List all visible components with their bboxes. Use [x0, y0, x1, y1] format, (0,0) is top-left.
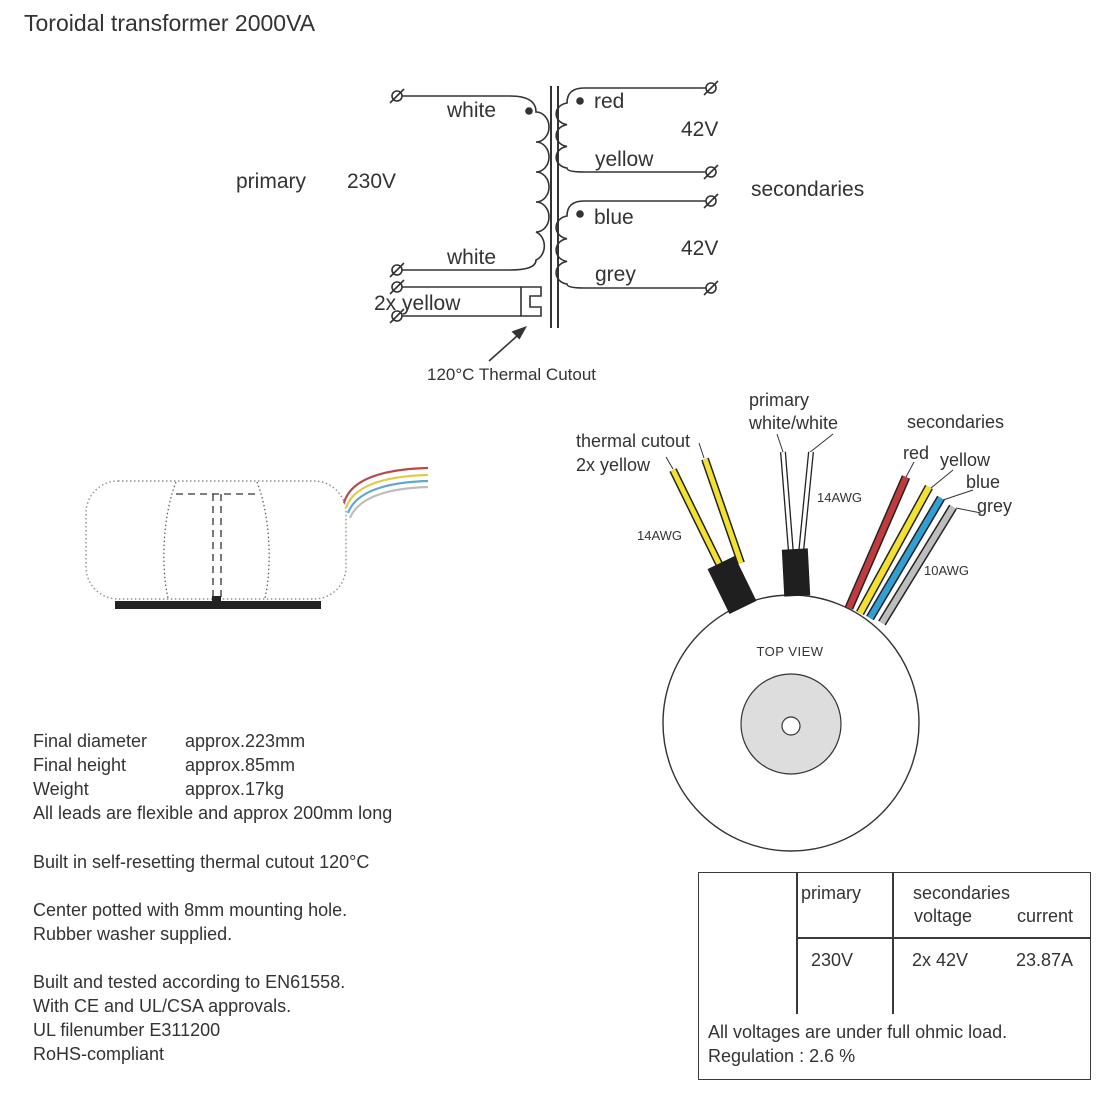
table-value-primary: 230V	[811, 950, 854, 970]
label-primary-lead-bottom: white	[446, 246, 496, 269]
thermal-arrow	[488, 335, 518, 362]
polarity-dot	[576, 210, 584, 218]
tv-label-primary2: white/white	[748, 413, 838, 433]
spec-label: Weight	[33, 779, 89, 799]
leader-line	[808, 433, 834, 454]
spec-row-height: Final height approx.85mm	[33, 753, 305, 777]
tv-label-thermal1: thermal cutout	[576, 431, 690, 451]
thermal-wires	[669, 457, 745, 576]
tv-gauge-primary: 14AWG	[817, 490, 862, 505]
mounting-note-line1: Center potted with 8mm mounting hole.	[33, 900, 348, 920]
table-value-voltage: 2x 42V	[912, 950, 969, 970]
table-header-primary: primary	[801, 883, 862, 903]
side-view-hole-edge	[256, 481, 270, 599]
center-mark	[212, 596, 221, 601]
side-wire-grey	[348, 485, 429, 519]
compliance-notes: Built and tested according to EN61558. W…	[33, 970, 345, 1066]
spec-row-weight: Weight approx.17kg	[33, 777, 305, 801]
table-divider	[796, 937, 1090, 939]
side-view	[85, 466, 429, 609]
table-note-regulation: Regulation : 2.6 %	[708, 1046, 856, 1066]
spec-label: Final height	[33, 755, 127, 775]
leader-line	[942, 489, 974, 501]
table-divider	[796, 873, 798, 1014]
thermal-note: Built in self-resetting thermal cutout 1…	[33, 852, 370, 872]
label-sec2-end: grey	[595, 263, 636, 286]
table-divider	[892, 873, 894, 1014]
compliance-line: RoHS-compliant	[33, 1044, 165, 1064]
side-wire-blue	[346, 479, 429, 514]
side-view-outline	[85, 480, 347, 600]
leader-line	[776, 433, 784, 453]
tv-label-red: red	[903, 443, 929, 463]
primary-winding	[402, 95, 550, 271]
spec-value: approx.85mm	[185, 755, 296, 775]
mounting-note-line2: Rubber washer supplied.	[33, 924, 233, 944]
label-primary: primary	[236, 170, 307, 193]
label-secondaries: secondaries	[751, 178, 864, 201]
thermal-arrowhead	[511, 326, 527, 340]
tv-label-secondaries: secondaries	[907, 412, 1004, 432]
spec-value: approx.17kg	[185, 779, 285, 799]
tv-label-thermal2: 2x yellow	[576, 455, 651, 475]
polarity-dot	[576, 97, 584, 105]
spec-list: Final diameter approx.223mm Final height…	[33, 729, 305, 801]
leader-line	[698, 442, 705, 459]
label-sec2-voltage: 42V	[681, 237, 718, 260]
label-sec2-start: blue	[594, 206, 634, 229]
tv-gauge-secondary: 10AWG	[924, 563, 969, 578]
label-sec1-start: red	[594, 90, 624, 113]
secondary-wires	[844, 475, 957, 626]
terminal-icon	[389, 80, 719, 324]
label-sec1-end: yellow	[595, 148, 654, 171]
label-sec1-voltage: 42V	[681, 118, 718, 141]
tv-label-primary1: primary	[749, 390, 809, 410]
compliance-line: Built and tested according to EN61558.	[33, 972, 346, 992]
leads-note: All leads are flexible and approx 200mm …	[33, 803, 393, 823]
mounting-base	[115, 601, 321, 609]
sleeve-thermal	[707, 555, 757, 615]
label-thermal-leads: 2x yellow	[374, 292, 461, 315]
tv-gauge-thermal: 14AWG	[637, 528, 682, 543]
tv-caption: TOP VIEW	[756, 644, 823, 659]
mounting-note: Center potted with 8mm mounting hole. Ru…	[33, 898, 347, 946]
mounting-hole	[781, 716, 801, 736]
page-title: Toroidal transformer 2000VA	[24, 10, 316, 36]
secondary2-winding	[555, 200, 706, 289]
leader-line	[930, 469, 954, 489]
leader-line	[955, 507, 982, 514]
tv-label-grey: grey	[977, 496, 1012, 516]
label-primary-voltage: 230V	[347, 170, 396, 193]
primary-wires	[780, 451, 814, 554]
sleeve-primary	[781, 548, 811, 597]
side-view-hole-edge	[163, 481, 177, 599]
leader-line	[665, 456, 674, 470]
spec-row-diameter: Final diameter approx.223mm	[33, 729, 305, 753]
spec-label: Final diameter	[33, 731, 148, 751]
table-header-current: current	[1017, 906, 1074, 926]
secondary1-winding	[555, 87, 706, 173]
polarity-dot	[525, 107, 533, 115]
ratings-table: primary secondaries voltage current 230V…	[698, 872, 1091, 1080]
leader-line	[905, 461, 915, 478]
tv-label-yellow: yellow	[940, 450, 991, 470]
table-note-load: All voltages are under full ohmic load.	[708, 1022, 1008, 1042]
label-thermal-cutout: 120°C Thermal Cutout	[427, 365, 596, 384]
compliance-line: With CE and UL/CSA approvals.	[33, 996, 292, 1016]
table-header-voltage: voltage	[914, 906, 973, 926]
table-value-current: 23.87A	[1016, 950, 1074, 970]
table-header-secondaries: secondaries	[913, 883, 1011, 903]
compliance-line: UL filenumber E311200	[33, 1020, 221, 1040]
thermal-switch-symbol	[520, 286, 542, 317]
side-wire-yellow	[344, 473, 429, 509]
tv-label-blue: blue	[966, 472, 1000, 492]
top-view: thermal cutout 2x yellow primary white/w…	[576, 390, 1012, 852]
transformer-schematic	[389, 80, 719, 362]
label-primary-lead-top: white	[446, 99, 496, 122]
spec-value: approx.223mm	[185, 731, 306, 751]
side-wire-red	[342, 466, 429, 504]
